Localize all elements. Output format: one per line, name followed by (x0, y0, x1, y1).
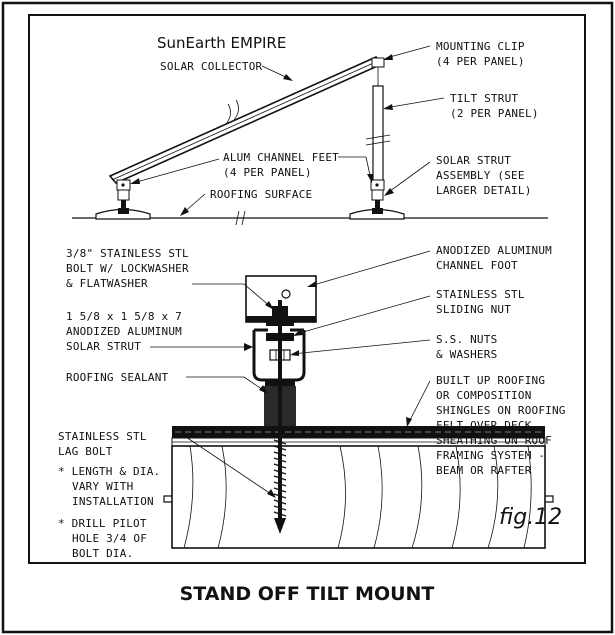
roofing-build-label-3: SHINGLES ON ROOFING (436, 404, 566, 417)
bolt-label-1: 3/8" STAINLESS STL (66, 247, 189, 260)
sliding-nut-label-2: SLIDING NUT (436, 303, 511, 316)
lag-bolt-label-1: STAINLESS STL (58, 430, 147, 443)
note-length-2: VARY WITH (72, 480, 133, 493)
strut-assembly-label-1: SOLAR STRUT (436, 154, 511, 167)
mounting-clip-label-1: MOUNTING CLIP (436, 40, 525, 53)
roofing-build-label-2: OR COMPOSITION (436, 389, 532, 402)
note-drill-2: HOLE 3/4 OF (72, 532, 147, 545)
wood-grain (183, 445, 532, 549)
roofing-sealant-label: ROOFING SEALANT (66, 371, 169, 384)
strut-assembly-label-3: LARGER DETAIL) (436, 184, 532, 197)
collector-label: SOLAR COLLECTOR (160, 60, 263, 73)
nuts-washers-label-1: S.S. NUTS (436, 333, 497, 346)
strut-assembly-label-2: ASSEMBLY (SEE (436, 169, 525, 182)
overview-drawing: SunEarth EMPIRE SOLAR COLLECTOR MOUNTING… (72, 34, 548, 226)
channel-foot-label-1: ANODIZED ALUMINUM (436, 244, 552, 257)
channel-foot-label-2: CHANNEL FOOT (436, 259, 518, 272)
caption: STAND OFF TILT MOUNT (180, 583, 435, 605)
note-drill-1: * DRILL PILOT (58, 517, 147, 530)
tilt-strut-label-2: (2 PER PANEL) (450, 107, 539, 120)
tilt-strut-label-1: TILT STRUT (450, 92, 518, 105)
note-drill-3: BOLT DIA. (72, 547, 133, 560)
collector-name: SunEarth EMPIRE (157, 34, 286, 52)
bolt-label-2: BOLT W/ LOCKWASHER (66, 262, 189, 275)
lag-bolt (273, 300, 287, 534)
channel-feet-label-1: ALUM CHANNEL FEET (223, 151, 339, 164)
sliding-nut-label-1: STAINLESS STL (436, 288, 525, 301)
mounting-clip-label-2: (4 PER PANEL) (436, 55, 525, 68)
roofing-surface-label: ROOFING SURFACE (210, 188, 312, 201)
right-foot-assembly (349, 179, 405, 220)
detail-drawing: 3/8" STAINLESS STL BOLT W/ LOCKWASHER & … (58, 244, 566, 560)
bolt-label-3: & FLATWASHER (66, 277, 148, 290)
roofing-build-label-1: BUILT UP ROOFING (436, 374, 545, 387)
drawing-frame (28, 14, 586, 564)
note-length-1: * LENGTH & DIA. (58, 465, 160, 478)
mounting-clip (371, 57, 385, 68)
solar-strut-label-1: 1 5/8 x 1 5/8 x 7 (66, 310, 182, 323)
solar-strut-label-2: ANODIZED ALUMINUM (66, 325, 182, 338)
roofing-build-label-4: FELT OVER DECK (436, 419, 532, 432)
note-length-3: INSTALLATION (72, 495, 154, 508)
roofing-build-label-7: BEAM OR RAFTER (436, 464, 532, 477)
nuts-washers-label-2: & WASHERS (436, 348, 497, 361)
lag-bolt-label-2: LAG BOLT (58, 445, 113, 458)
roof-rafter (171, 445, 546, 549)
roofing-build-label-5: SHEATHING ON ROOF (436, 434, 552, 447)
channel-feet-label-2: (4 PER PANEL) (223, 166, 312, 179)
figure-label: fig.12 (499, 505, 562, 530)
solar-strut-label-3: SOLAR STRUT (66, 340, 141, 353)
roofing-build-label-6: FRAMING SYSTEM - (436, 449, 545, 462)
left-foot-assembly (95, 179, 151, 220)
tilt-strut (372, 85, 384, 183)
